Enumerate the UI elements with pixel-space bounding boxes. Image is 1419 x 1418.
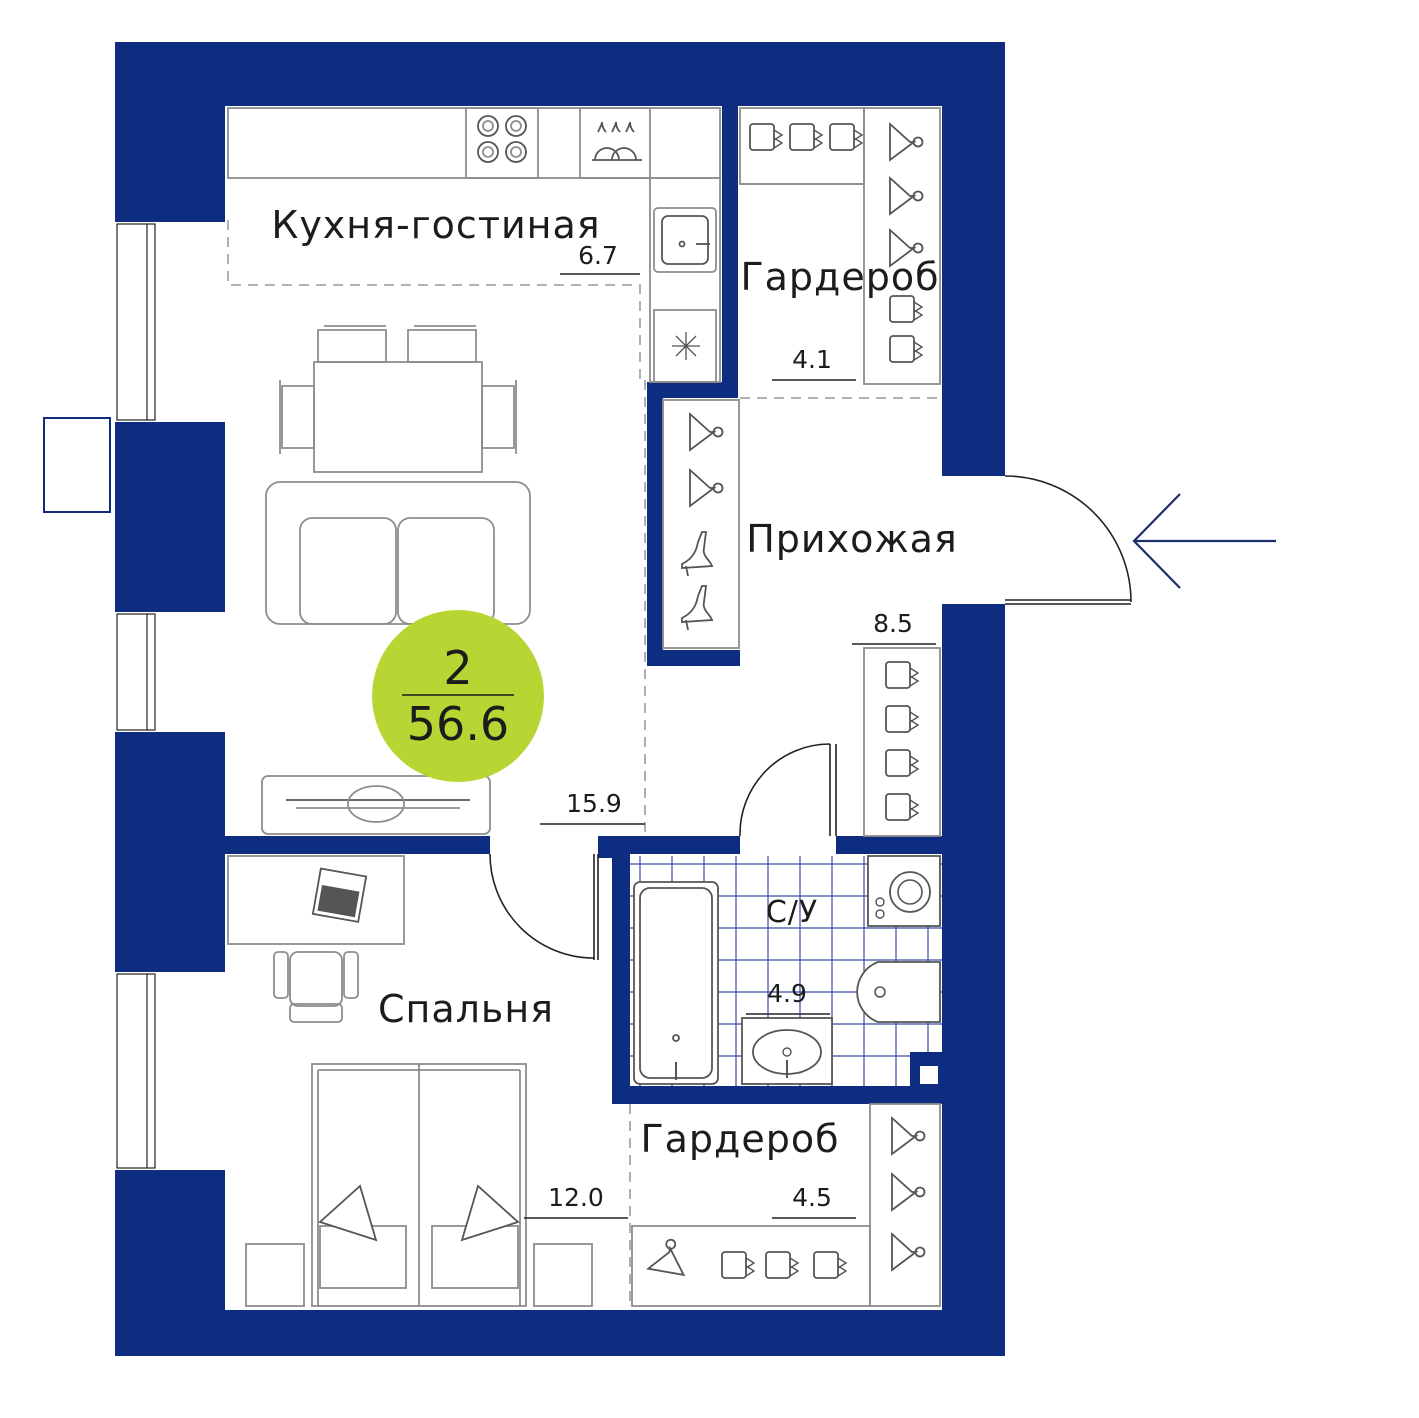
bathroom-door[interactable] xyxy=(739,743,837,837)
wardrobe-bottom-area: 4.5 xyxy=(792,1183,832,1212)
living-area: 15.9 xyxy=(566,789,622,818)
dining-table xyxy=(279,325,517,473)
badge-total-area: 56.6 xyxy=(407,697,509,751)
bedroom-area: 12.0 xyxy=(548,1183,604,1212)
bedroom-door[interactable] xyxy=(489,853,599,960)
bathroom-area: 4.9 xyxy=(767,979,807,1008)
wardrobe-top-shelves xyxy=(739,107,941,385)
bedroom-label: Спальня xyxy=(378,987,554,1031)
wardrobe-bottom-label: Гардероб xyxy=(640,1117,839,1161)
tv-stand xyxy=(261,775,491,835)
desk xyxy=(227,855,405,945)
windows xyxy=(116,223,156,1169)
hallway-label: Прихожая xyxy=(746,517,958,561)
apartment-badge: 2 56.6 xyxy=(372,610,544,782)
hallway-area: 8.5 xyxy=(873,609,913,638)
outer-box xyxy=(43,417,111,513)
badge-rooms: 2 xyxy=(443,641,472,695)
hallway-closet xyxy=(662,399,740,649)
entrance-door[interactable] xyxy=(1004,475,1132,605)
wardrobe-top-area: 4.1 xyxy=(792,345,832,374)
bathtub xyxy=(633,881,719,1085)
wardrobe-bottom-shelves xyxy=(631,1103,941,1307)
kitchen-area: 6.7 xyxy=(578,241,618,270)
badge-circle xyxy=(372,610,544,782)
bathroom-label: С/У xyxy=(766,895,818,930)
arrow-left-icon xyxy=(1132,493,1276,589)
kitchen-label: Кухня-гостиная xyxy=(271,203,600,247)
toilet xyxy=(856,961,941,1023)
washing-machine xyxy=(867,855,941,927)
desk-chair xyxy=(273,951,359,1023)
bed xyxy=(245,1063,593,1307)
walls xyxy=(115,42,1005,1356)
wardrobe-top-label: Гардероб xyxy=(740,255,939,299)
sofa xyxy=(265,481,531,625)
kitchen-counter xyxy=(227,107,721,383)
washbasin xyxy=(741,1017,833,1085)
hallway-shelves xyxy=(863,647,941,837)
